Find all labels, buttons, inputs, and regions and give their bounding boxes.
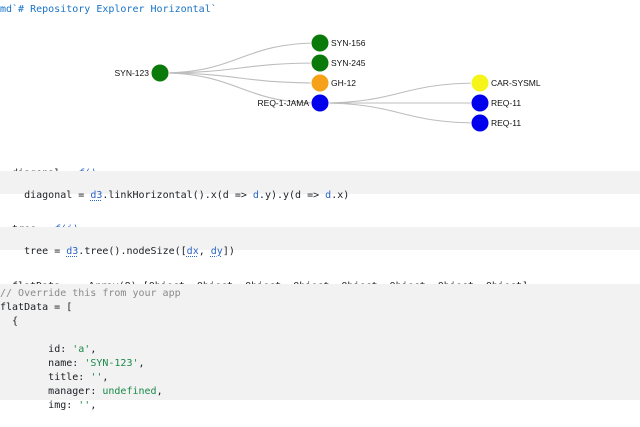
diagonal-source-line: diagonal = d3.linkHorizontal().x(d => d.… xyxy=(0,175,349,217)
diagonal-source-cell[interactable]: diagonal = d3.linkHorizontal().x(d => d.… xyxy=(0,171,640,201)
tree-svg: SYN-123 SYN-156 SYN-245 GH-12 REQ-1-JAMA… xyxy=(115,33,541,133)
key: manager: xyxy=(24,386,103,397)
node-label: SYN-245 xyxy=(331,58,366,68)
node-circle[interactable] xyxy=(470,113,490,133)
code-line-manager: manager: undefined, xyxy=(0,371,163,413)
code-text: diagonal = xyxy=(24,190,91,201)
key: id: xyxy=(24,344,73,355)
code-text: , xyxy=(198,246,211,257)
repository-tree-chart: SYN-123 SYN-156 SYN-245 GH-12 REQ-1-JAMA… xyxy=(0,22,640,150)
node-circle[interactable] xyxy=(470,73,490,93)
code-line: { xyxy=(0,316,19,327)
key: name: xyxy=(24,358,85,369)
string-value: '' xyxy=(78,400,91,411)
code-text: .linkHorizontal().x(d => xyxy=(102,190,253,201)
dx-reference[interactable]: dx xyxy=(186,246,199,257)
code-text: .tree().nodeSize([ xyxy=(78,246,187,257)
d3-reference[interactable]: d3 xyxy=(90,190,103,201)
node-label: SYN-156 xyxy=(331,38,366,48)
link-req1jama-carsysml xyxy=(319,82,481,104)
link-syn123-syn245 xyxy=(159,62,321,74)
tree-node-syn156[interactable]: SYN-156 xyxy=(310,33,366,53)
tree-node-req1jama[interactable]: REQ-1-JAMA xyxy=(258,93,330,113)
param-d: d xyxy=(252,190,259,201)
tree-source-line: tree = d3.tree().nodeSize([dx, dy]) xyxy=(0,231,235,273)
code-line-name: name: 'SYN-123', xyxy=(0,343,145,385)
punct: , xyxy=(138,358,145,369)
tree-node-req11a[interactable]: REQ-11 xyxy=(470,93,521,113)
link-syn123-req1jama xyxy=(159,72,321,104)
flatdata-source-cell[interactable]: // Override this from your app flatData … xyxy=(0,284,640,411)
tree-node-req11b[interactable]: REQ-11 xyxy=(470,113,521,133)
code-text: tree = xyxy=(24,246,67,257)
punct: , xyxy=(90,400,97,411)
keyword-value: undefined xyxy=(102,386,157,397)
tree-source-cell[interactable]: tree = d3.tree().nodeSize([dx, dy]) xyxy=(0,227,640,257)
node-circle[interactable] xyxy=(470,93,490,113)
node-label: REQ-1-JAMA xyxy=(258,98,310,108)
dy-reference[interactable]: dy xyxy=(210,246,223,257)
code-line-img: img: '', xyxy=(0,385,96,427)
node-label: REQ-11 xyxy=(491,98,521,108)
tree-node-syn245[interactable]: SYN-245 xyxy=(310,53,366,73)
punct: , xyxy=(156,386,163,397)
node-label: CAR-SYSML xyxy=(491,78,541,88)
string-value: 'SYN-123' xyxy=(84,358,139,369)
punct: , xyxy=(90,344,97,355)
md-cell-source[interactable]: md`# Repository Explorer Horizontal` xyxy=(0,4,217,15)
link-syn123-syn156 xyxy=(159,42,321,74)
node-label: SYN-123 xyxy=(115,68,150,78)
code-text: ]) xyxy=(222,246,235,257)
key: title: xyxy=(24,372,91,383)
node-circle[interactable] xyxy=(310,53,330,73)
node-label: REQ-11 xyxy=(491,118,521,128)
tree-node-syn123[interactable]: SYN-123 xyxy=(115,63,170,83)
link-syn123-gh12 xyxy=(159,72,321,84)
string-value: 'a' xyxy=(72,344,91,355)
string-value: '' xyxy=(90,372,103,383)
node-label: GH-12 xyxy=(331,78,356,88)
key: img: xyxy=(24,400,79,411)
param-d: d xyxy=(325,190,332,201)
link-req1jama-req11b xyxy=(319,102,481,124)
node-circle[interactable] xyxy=(310,93,330,113)
d3-reference[interactable]: d3 xyxy=(66,246,79,257)
code-comment: // Override this from your app xyxy=(0,288,181,299)
code-line-title: title: '', xyxy=(0,357,108,399)
punct: , xyxy=(102,372,109,383)
code-text: .y).y(d => xyxy=(258,190,326,201)
code-line: flatData = [ xyxy=(0,302,73,313)
node-circle[interactable] xyxy=(310,73,330,93)
tree-node-gh12[interactable]: GH-12 xyxy=(310,73,356,93)
tree-links xyxy=(159,42,481,124)
node-circle[interactable] xyxy=(150,63,170,83)
code-text: .x) xyxy=(331,190,350,201)
tree-node-carsysml[interactable]: CAR-SYSML xyxy=(470,73,541,93)
node-circle[interactable] xyxy=(310,33,330,53)
code-line-id: id: 'a', xyxy=(0,329,96,371)
